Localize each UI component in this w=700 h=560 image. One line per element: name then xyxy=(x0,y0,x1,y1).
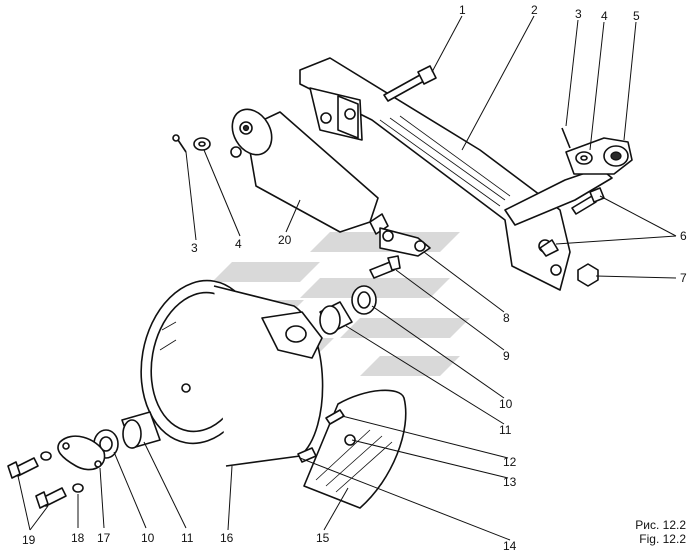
callout-20: 20 xyxy=(278,233,292,247)
callout-4: 4 xyxy=(601,9,608,23)
callout-10-lower: 10 xyxy=(141,531,155,545)
callout-11-lower: 11 xyxy=(181,531,194,545)
callout-2: 2 xyxy=(531,3,538,17)
part-16-drum-housing xyxy=(140,279,324,467)
callout-14: 14 xyxy=(503,539,517,553)
part-19-bolts xyxy=(7,457,67,509)
part-2-bracket-arm xyxy=(299,57,613,291)
part-6-bolts xyxy=(539,187,605,257)
callout-16: 16 xyxy=(220,531,234,545)
figure-caption-en: Fig. 12.2 xyxy=(639,532,686,546)
part-4-washer-upper xyxy=(575,151,593,165)
callout-12: 12 xyxy=(503,455,517,469)
callout-4-left: 4 xyxy=(235,237,242,251)
part-15-plate xyxy=(303,389,407,509)
figure-caption-ru: Рис. 12.2 xyxy=(635,518,686,532)
callout-17: 17 xyxy=(97,531,111,545)
part-4-washer-left xyxy=(193,137,211,151)
callout-5: 5 xyxy=(633,9,640,23)
part-3-pin-left xyxy=(172,134,187,153)
callout-19: 19 xyxy=(22,533,36,547)
callout-8: 8 xyxy=(503,311,510,325)
callout-6: 6 xyxy=(680,229,687,243)
callout-13: 13 xyxy=(503,475,517,489)
callout-3: 3 xyxy=(575,7,582,21)
part-20-cylinder xyxy=(230,108,389,235)
callout-15: 15 xyxy=(316,531,330,545)
part-3-pin-upper xyxy=(561,127,571,149)
part-9-bolt xyxy=(369,255,401,279)
part-11-bushing-lower xyxy=(121,411,161,449)
part-7-nut xyxy=(577,263,599,287)
callout-9: 9 xyxy=(503,349,510,363)
part-1-long-bolt xyxy=(383,65,437,102)
part-18-flange-plate xyxy=(40,435,106,493)
callout-1: 1 xyxy=(459,3,466,17)
callout-numbers: 1 2 3 4 5 6 7 8 9 10 11 12 13 14 15 16 1… xyxy=(22,3,687,553)
part-11-bushing-middle xyxy=(319,301,353,335)
leader-lines xyxy=(17,15,677,541)
callout-11: 11 xyxy=(499,423,512,437)
callout-7: 7 xyxy=(680,271,687,285)
part-13-washer xyxy=(344,434,356,446)
callout-10: 10 xyxy=(499,397,513,411)
part-10-ring-middle xyxy=(351,285,377,315)
callout-3-left: 3 xyxy=(191,241,198,255)
part-5-bracket-plate xyxy=(565,137,633,175)
callout-18: 18 xyxy=(71,531,85,545)
